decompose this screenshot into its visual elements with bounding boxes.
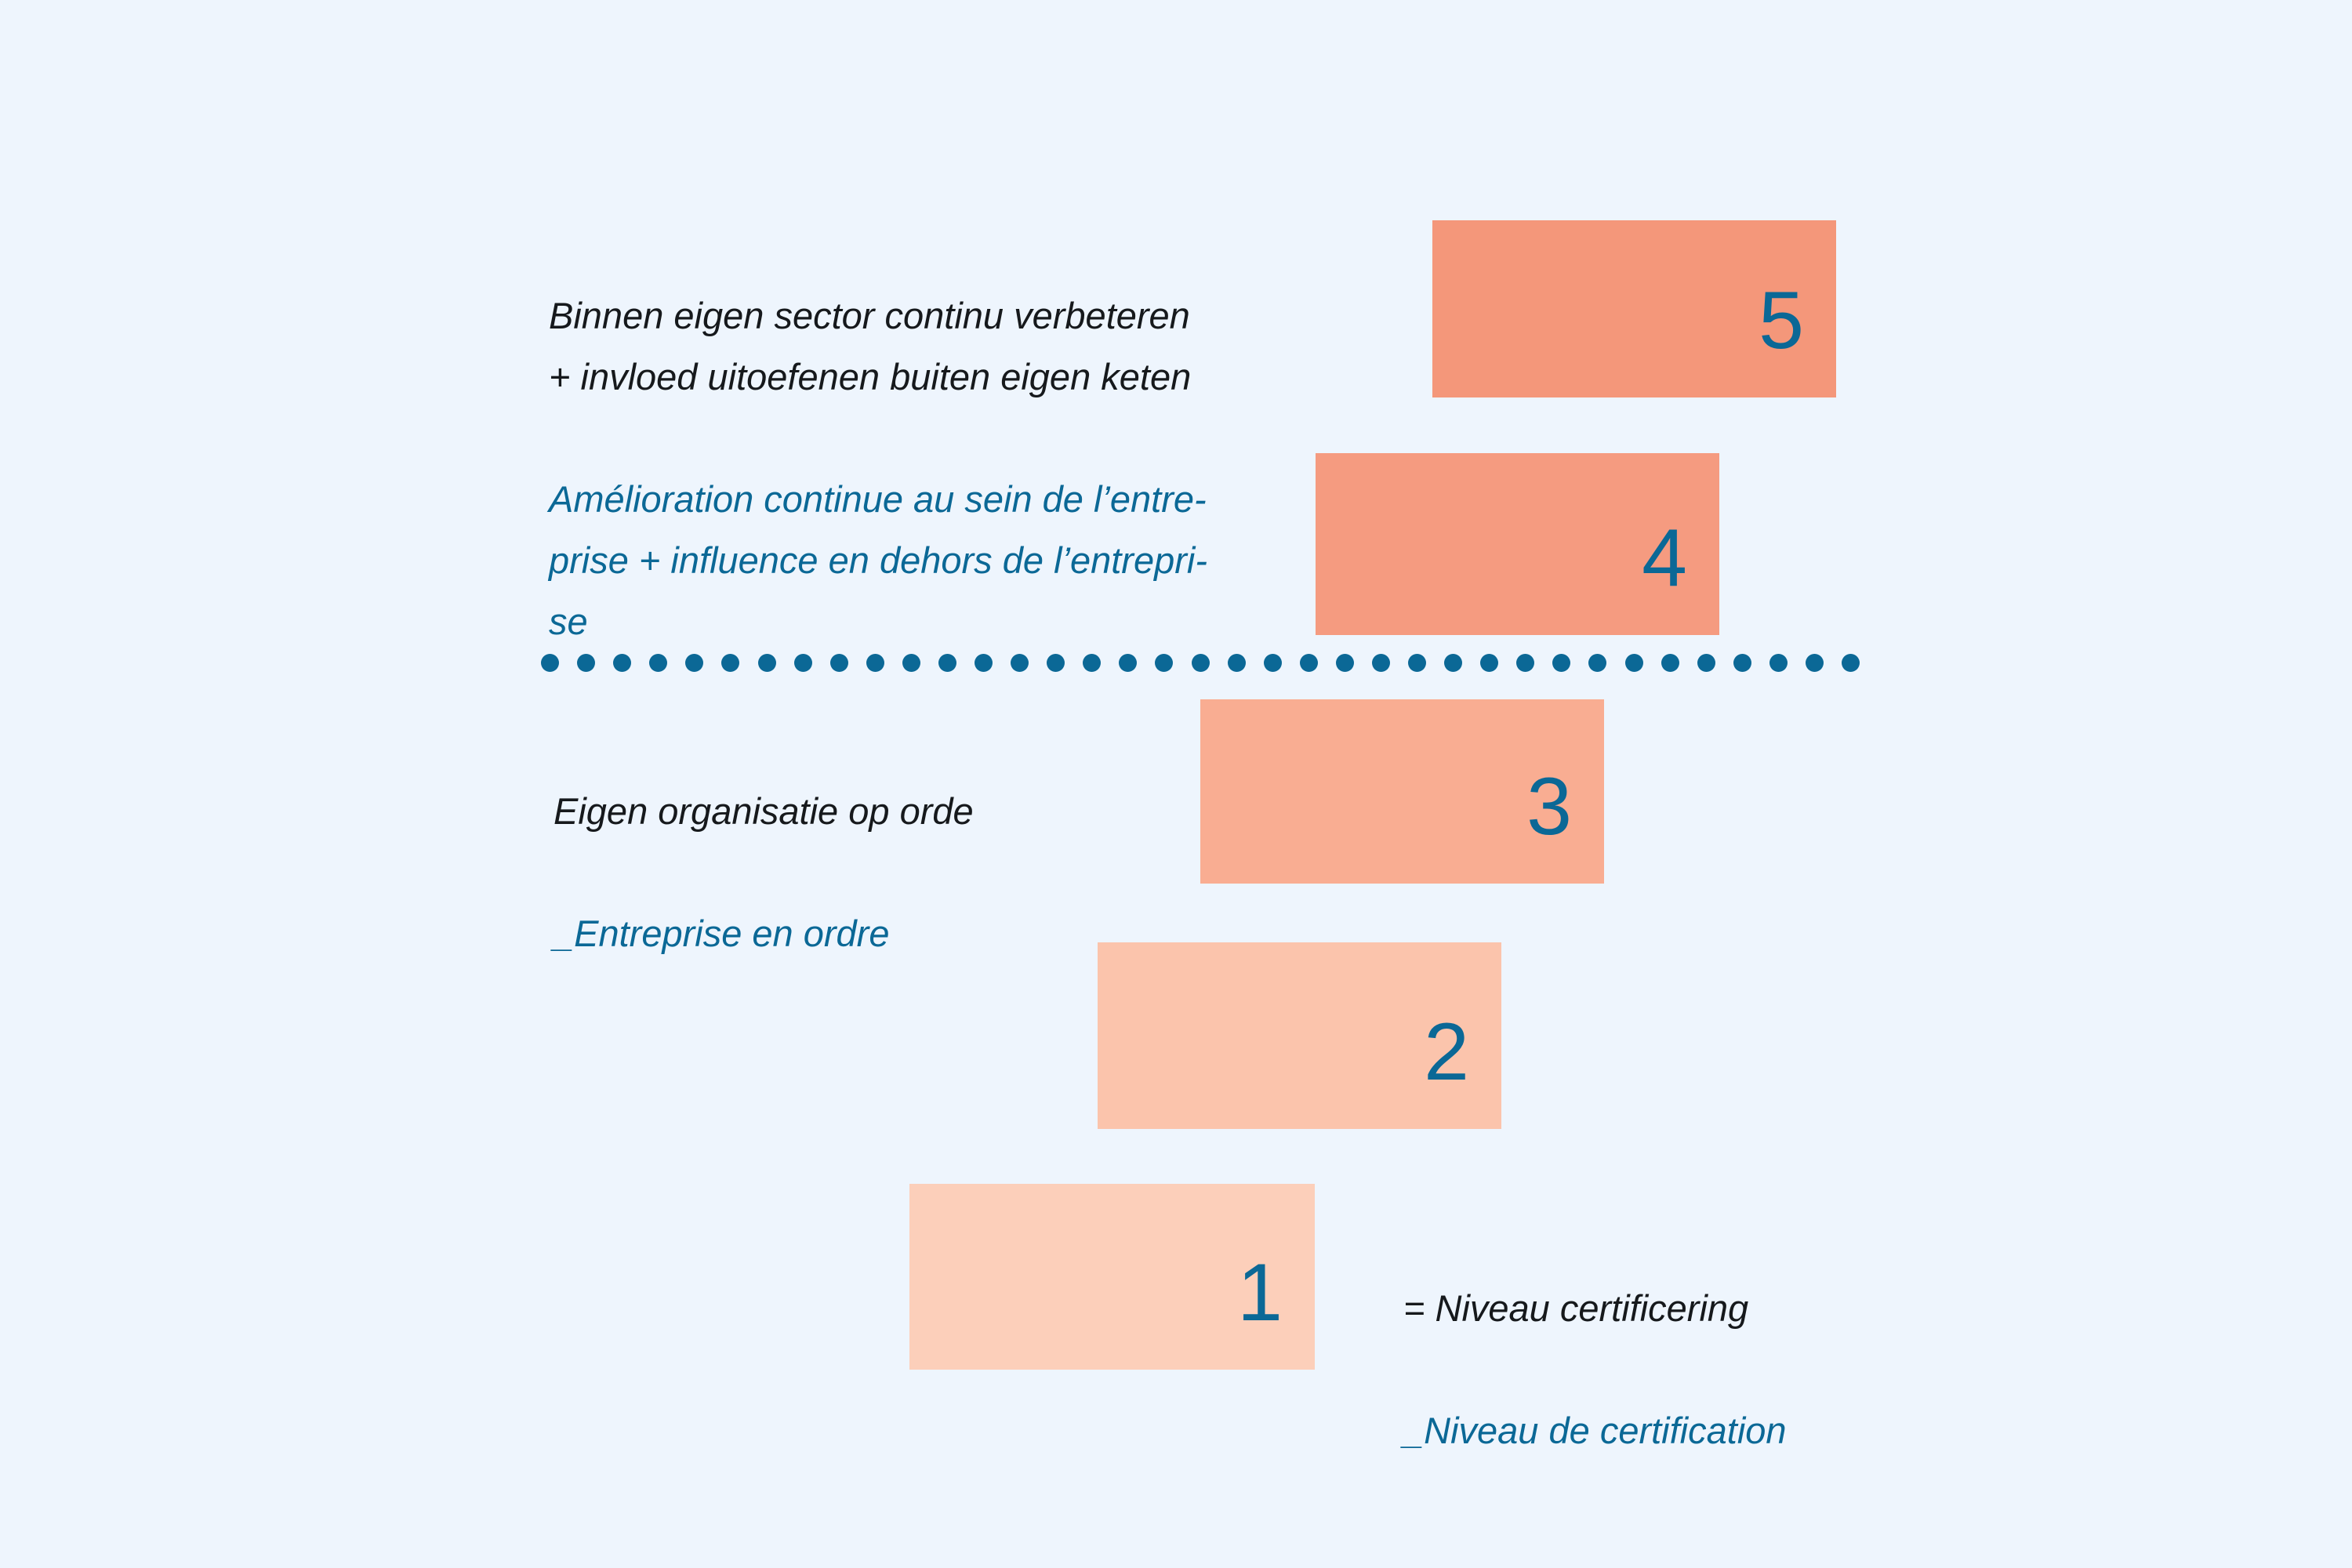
maturity-bar-3: 3 [1200,699,1604,884]
divider-dot [829,654,848,672]
divider-dot [1408,654,1426,672]
divider-dot [1191,654,1210,672]
label-upper-levels: Binnen eigen sector continu verbeteren +… [549,224,1427,713]
divider-dot [1011,654,1029,672]
divider-dot [1661,654,1679,672]
dotted-divider-line [541,654,1860,673]
divider-dot [649,654,668,672]
divider-dot [1299,654,1318,672]
divider-dot [1083,654,1102,672]
divider-dot [757,654,776,672]
divider-dot [1371,654,1390,672]
divider-dot [1733,654,1751,672]
bar-level-number: 3 [1526,761,1572,852]
maturity-bar-2: 2 [1098,942,1501,1129]
maturity-bar-4: 4 [1316,453,1719,635]
divider-dot [1624,654,1643,672]
divider-dot [1335,654,1354,672]
divider-dot [1119,654,1138,672]
bar-level-number: 1 [1237,1247,1283,1338]
divider-dot [541,654,559,672]
divider-dot [1155,654,1174,672]
divider-dot [577,654,596,672]
maturity-bar-1: 1 [909,1184,1315,1370]
divider-dot [1842,654,1860,672]
divider-dot [1697,654,1715,672]
bar-level-number: 4 [1642,513,1687,604]
divider-dot [613,654,632,672]
divider-dot [938,654,956,672]
divider-dot [793,654,812,672]
divider-dot [1444,654,1463,672]
label-own-organisation: Eigen organisatie op orde _Entreprise en… [554,720,1432,1025]
maturity-bar-5: 5 [1432,220,1836,397]
divider-dot [685,654,704,672]
divider-dot [866,654,884,672]
divider-dot [1805,654,1824,672]
divider-dot [1227,654,1246,672]
divider-dot [975,654,993,672]
divider-dot [1769,654,1788,672]
divider-dot [1516,654,1535,672]
label-certification-level: = Niveau certificering _Niveau de certif… [1403,1217,2109,1523]
divider-dot [721,654,740,672]
label-own-organisation-nl: Eigen organisatie op orde [554,790,974,832]
label-own-organisation-fr: _Entreprise en ordre [554,913,890,954]
divider-dot [1047,654,1065,672]
label-certification-level-nl: = Niveau certificering [1403,1287,1749,1329]
divider-dot [1552,654,1571,672]
divider-dot [1588,654,1607,672]
label-upper-levels-fr: Amélioration continue au sein de l’entre… [549,478,1207,642]
bar-level-number: 2 [1424,1007,1469,1098]
divider-dot [1480,654,1499,672]
bar-level-number: 5 [1759,275,1804,366]
divider-dot [1263,654,1282,672]
label-certification-level-fr: _Niveau de certification [1403,1410,1787,1451]
divider-dot [902,654,920,672]
label-upper-levels-nl: Binnen eigen sector continu verbeteren +… [549,295,1192,397]
